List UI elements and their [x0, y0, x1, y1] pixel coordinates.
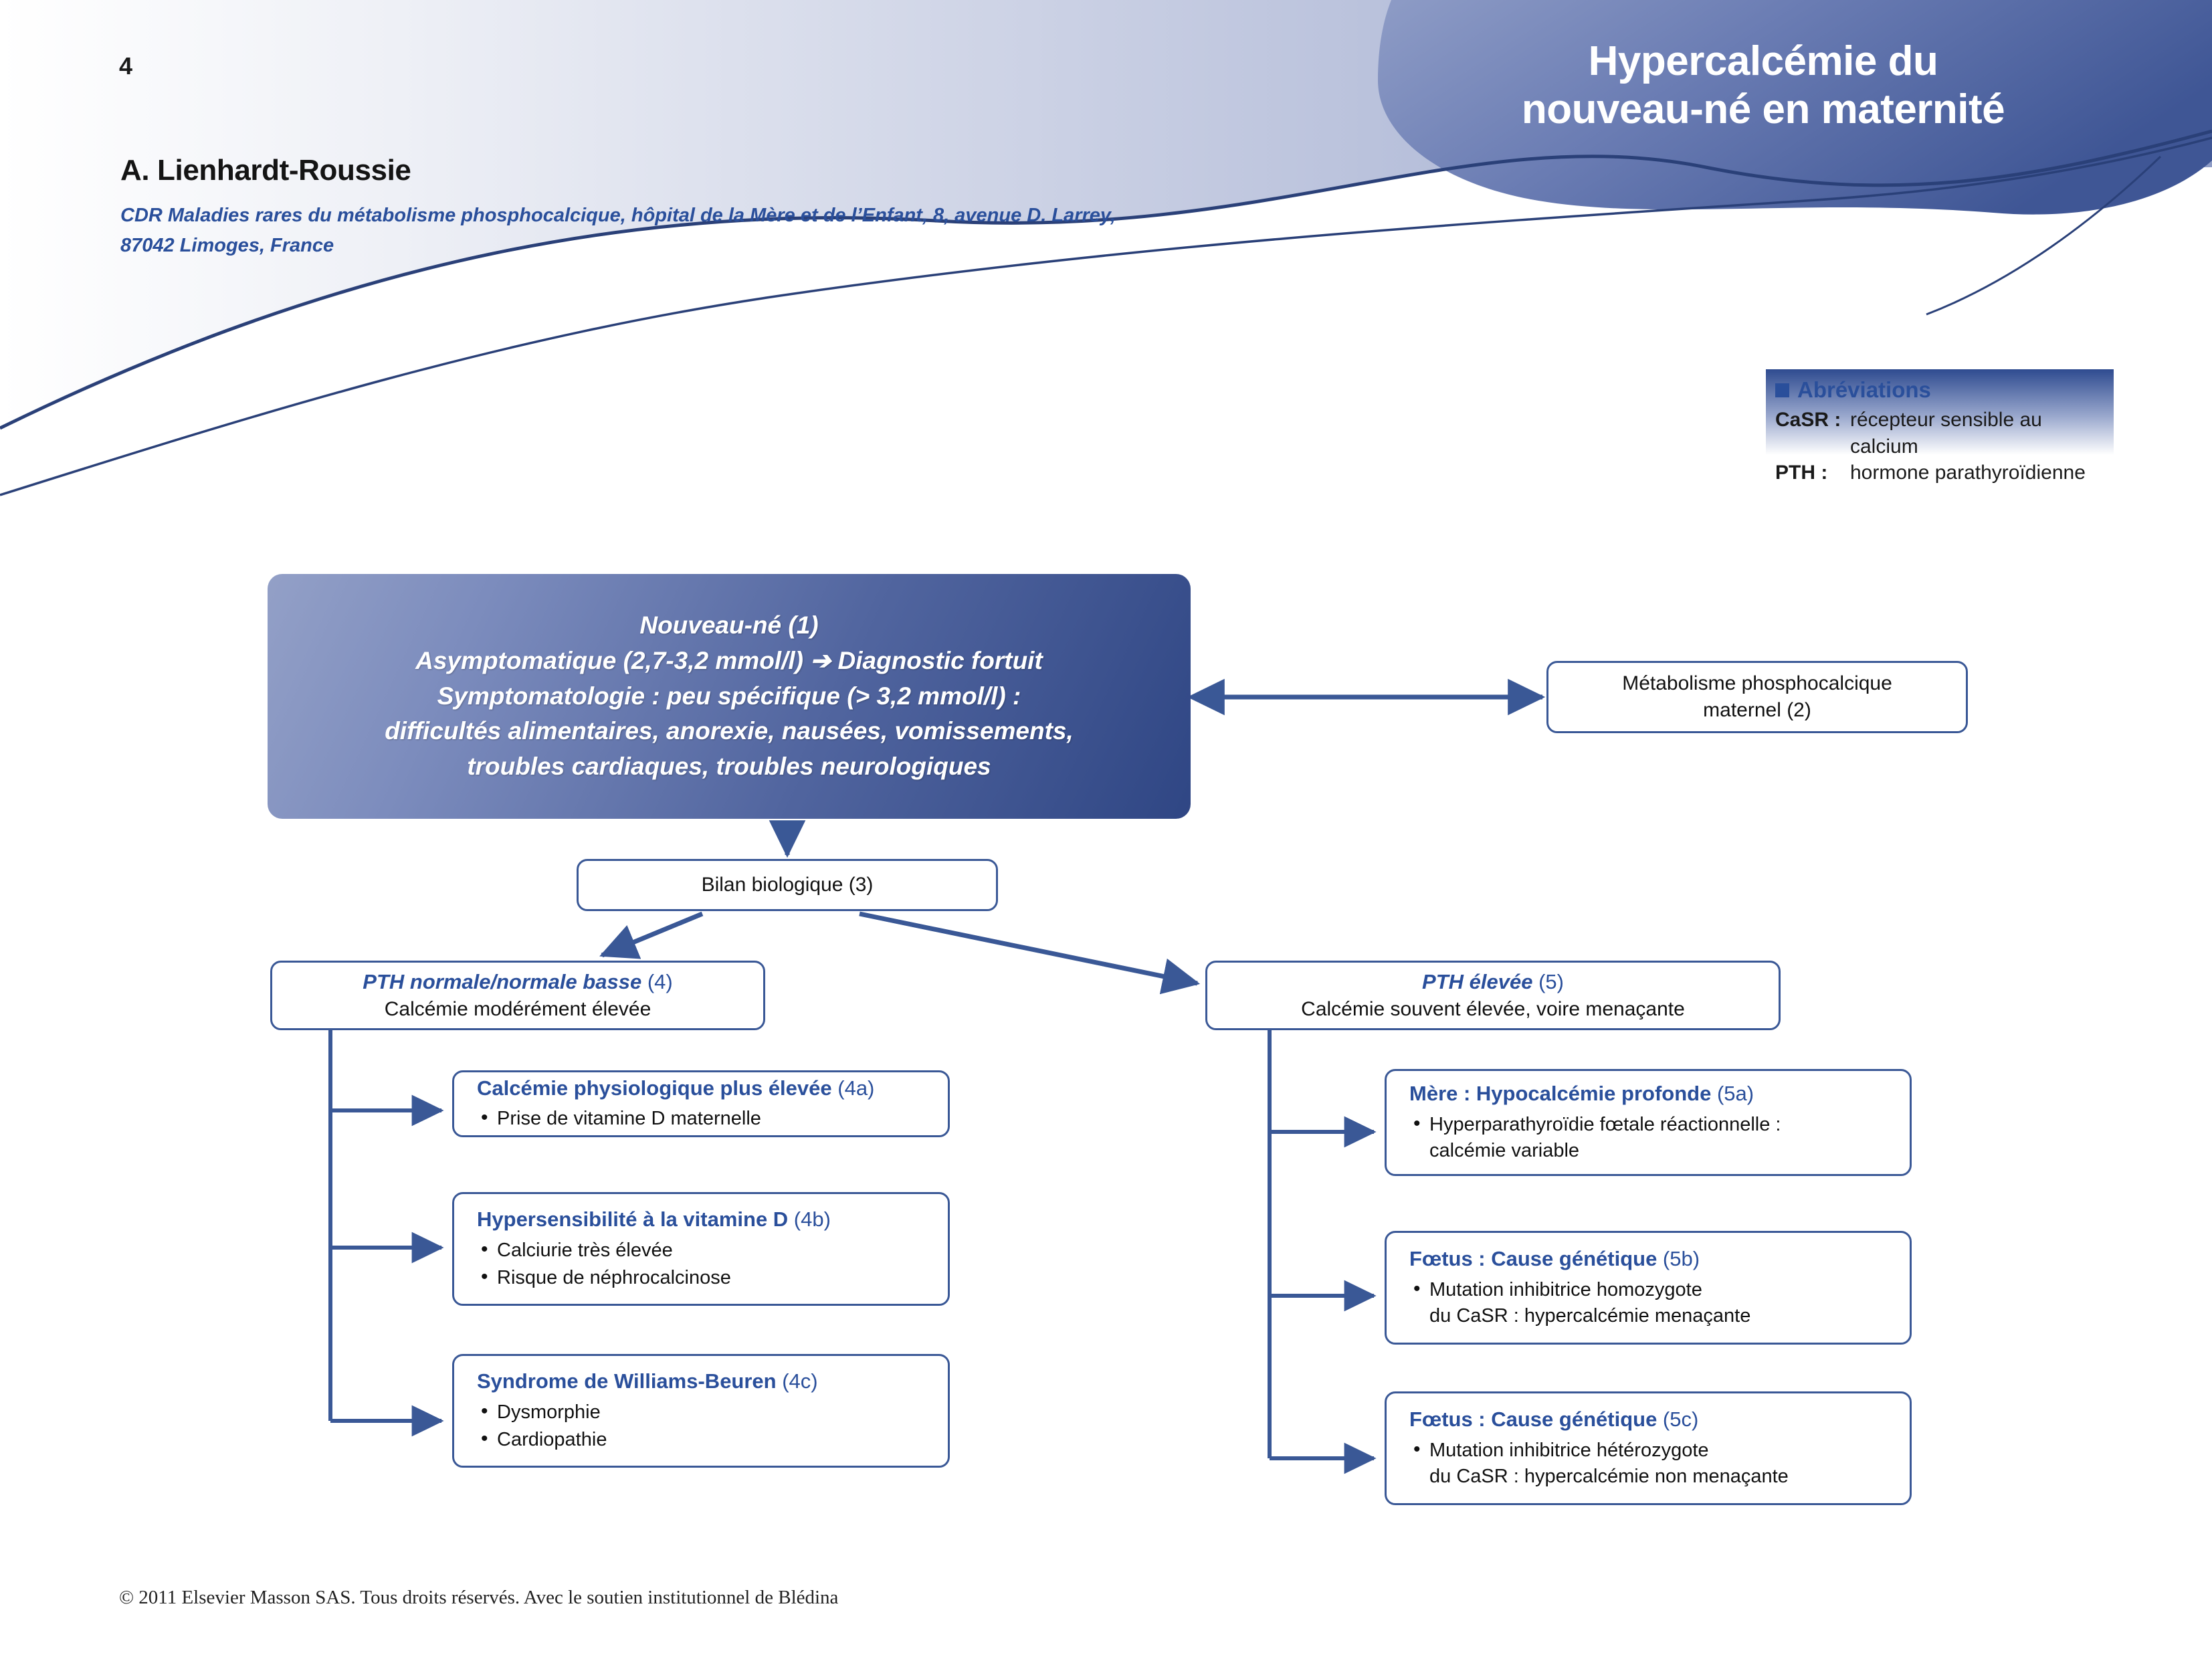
- abbreviations-title: Abréviations: [1797, 377, 1931, 402]
- page-title-line-1: Hypercalcémie du: [1588, 38, 1938, 84]
- copyright-footer: © 2011 Elsevier Masson SAS. Tous droits …: [119, 1587, 839, 1608]
- abbreviation-item: PTH : hormone parathyroïdienne: [1775, 460, 2114, 486]
- abbreviation-key: CaSR :: [1775, 409, 1841, 431]
- affiliation-line-1: CDR Maladies rares du métabolisme phosph…: [120, 205, 1116, 226]
- list-item: Calciurie très élevée: [477, 1236, 731, 1264]
- author-affiliation: CDR Maladies rares du métabolisme phosph…: [120, 201, 1291, 261]
- branch-5a-bullets: Hyperparathyroïdie fœtale réactionnelle …: [1409, 1110, 1781, 1165]
- node-pth-normal: PTH normale/normale basse (4) Calcémie m…: [270, 961, 765, 1030]
- abbreviations-panel: Abréviations CaSR : récepteur sensible a…: [1766, 369, 2114, 486]
- main-line-1: Nouveau-né (1): [639, 611, 819, 639]
- abbreviation-key: PTH :: [1775, 462, 1828, 484]
- branch-4c-title-row: Syndrome de Williams-Beuren (4c): [477, 1368, 818, 1395]
- bullet-text: Calciurie très élevée: [497, 1239, 673, 1261]
- pth-eleve-title: PTH élevée: [1422, 970, 1533, 994]
- main-line-2: Asymptomatique (2,7-3,2 mmol/l) ➔ Diagno…: [415, 646, 1043, 674]
- list-item: Prise de vitamine D maternelle: [477, 1104, 761, 1132]
- node-bilan-biologique: Bilan biologique (3): [577, 859, 998, 911]
- branch-5b-title: Fœtus : Cause génétique: [1409, 1247, 1657, 1271]
- node-branch-4a: Calcémie physiologique plus élevée (4a) …: [452, 1070, 950, 1137]
- branch-4b-title-row: Hypersensibilité à la vitamine D (4b): [477, 1206, 831, 1233]
- abbreviation-value: récepteur sensible au calcium: [1850, 409, 2042, 458]
- maternal-line-2: maternel (2): [1703, 699, 1811, 721]
- bullet-text: Risque de néphrocalcinose: [497, 1267, 731, 1289]
- branch-4b-title: Hypersensibilité à la vitamine D: [477, 1207, 789, 1232]
- connector-bilan-to-pth-normal: [599, 911, 704, 959]
- pth-eleve-tag: (5): [1532, 970, 1564, 994]
- list-item: Hyperparathyroïdie fœtale réactionnelle …: [1409, 1110, 1781, 1165]
- bullet-text-cont: du CaSR : hypercalcémie non menaçante: [1429, 1466, 1789, 1488]
- abbreviations-list: CaSR : récepteur sensible au calcium PTH…: [1766, 403, 2114, 486]
- node-maternal-metabolism: Métabolisme phosphocalcique maternel (2): [1546, 661, 1968, 733]
- branch-5c-bullets: Mutation inhibitrice hétérozygote du CaS…: [1409, 1436, 1789, 1490]
- bilan-label: Bilan biologique (3): [701, 874, 874, 896]
- list-item: Cardiopathie: [477, 1426, 607, 1453]
- page-title: Hypercalcémie du nouveau-né en maternité: [1399, 37, 2128, 134]
- branch-5b-title-row: Fœtus : Cause génétique (5b): [1409, 1246, 1700, 1272]
- bullet-text: Mutation inhibitrice hétérozygote: [1429, 1439, 1709, 1461]
- branch-5a-tag: (5a): [1711, 1082, 1754, 1106]
- abbreviations-title-row: Abréviations: [1766, 369, 2114, 403]
- abbreviations-gradient-bar: [1766, 369, 2114, 455]
- pth-normal-title: PTH normale/normale basse: [363, 970, 642, 994]
- bullet-text: Mutation inhibitrice homozygote: [1429, 1278, 1702, 1300]
- page-number: 4: [119, 52, 133, 80]
- branch-5a-title-row: Mère : Hypocalcémie profonde (5a): [1409, 1080, 1754, 1107]
- connector-bilan-to-pth-eleve: [859, 911, 1201, 995]
- branch-4b-bullets: Calciurie très élevée Risque de néphroca…: [477, 1236, 731, 1292]
- node-branch-5a: Mère : Hypocalcémie profonde (5a) Hyperp…: [1385, 1069, 1912, 1176]
- abbreviation-item: CaSR : récepteur sensible au calcium: [1775, 407, 2114, 460]
- node-branch-5c: Fœtus : Cause génétique (5c) Mutation in…: [1385, 1391, 1912, 1505]
- square-bullet-icon: [1775, 383, 1789, 397]
- branch-4a-bullets: Prise de vitamine D maternelle: [477, 1104, 761, 1132]
- page-title-line-2: nouveau-né en maternité: [1521, 86, 2005, 132]
- node-newborn-main: Nouveau-né (1) Asymptomatique (2,7-3,2 m…: [268, 574, 1191, 819]
- branch-4c-bullets: Dysmorphie Cardiopathie: [477, 1398, 607, 1454]
- main-line-5: troubles cardiaques, troubles neurologiq…: [467, 753, 991, 781]
- list-item: Risque de néphrocalcinose: [477, 1264, 731, 1291]
- pth-normal-sub: Calcémie modérément élevée: [384, 997, 651, 1020]
- pth-normal-tag: (4): [641, 970, 673, 994]
- main-line-3: Symptomatologie : peu spécifique (> 3,2 …: [437, 682, 1021, 710]
- bullet-text: Prise de vitamine D maternelle: [497, 1108, 761, 1130]
- pth-eleve-sub: Calcémie souvent élevée, voire menaçante: [1301, 997, 1685, 1020]
- branch-5c-title: Fœtus : Cause génétique: [1409, 1407, 1657, 1432]
- bullet-text-cont: du CaSR : hypercalcémie menaçante: [1429, 1305, 1751, 1327]
- branch-4c-tag: (4c): [776, 1369, 818, 1393]
- branch-4a-title-row: Calcémie physiologique plus élevée (4a): [477, 1075, 874, 1102]
- bullet-text: Dysmorphie: [497, 1401, 601, 1423]
- maternal-line-1: Métabolisme phosphocalcique: [1622, 672, 1892, 695]
- bullet-text: Cardiopathie: [497, 1429, 607, 1451]
- node-branch-4b: Hypersensibilité à la vitamine D (4b) Ca…: [452, 1192, 950, 1306]
- abbreviation-value: hormone parathyroïdienne: [1850, 462, 2086, 484]
- list-item: Mutation inhibitrice homozygote du CaSR …: [1409, 1276, 1751, 1330]
- author-name: A. Lienhardt-Roussie: [120, 154, 411, 187]
- branch-5b-bullets: Mutation inhibitrice homozygote du CaSR …: [1409, 1276, 1750, 1330]
- main-line-4: difficultés alimentaires, anorexie, naus…: [385, 717, 1074, 745]
- bullet-text: Hyperparathyroïdie fœtale réactionnelle …: [1429, 1113, 1781, 1135]
- branch-5c-tag: (5c): [1657, 1407, 1699, 1432]
- branch-4a-tag: (4a): [831, 1076, 875, 1100]
- branch-5a-title: Mère : Hypocalcémie profonde: [1409, 1082, 1712, 1106]
- branch-4c-title: Syndrome de Williams-Beuren: [477, 1369, 777, 1393]
- branch-5c-title-row: Fœtus : Cause génétique (5c): [1409, 1406, 1698, 1433]
- bullet-text-cont: calcémie variable: [1429, 1140, 1580, 1162]
- pth-normal-title-row: PTH normale/normale basse (4): [363, 968, 672, 996]
- branch-5b-tag: (5b): [1657, 1247, 1700, 1271]
- list-item: Dysmorphie: [477, 1398, 607, 1426]
- branch-4b-tag: (4b): [788, 1207, 831, 1232]
- node-pth-eleve: PTH élevée (5) Calcémie souvent élevée, …: [1205, 961, 1781, 1030]
- branch-4a-title: Calcémie physiologique plus élevée: [477, 1076, 832, 1100]
- node-branch-4c: Syndrome de Williams-Beuren (4c) Dysmorp…: [452, 1354, 950, 1468]
- affiliation-line-2: 87042 Limoges, France: [120, 234, 334, 256]
- list-item: Mutation inhibitrice hétérozygote du CaS…: [1409, 1436, 1789, 1490]
- node-branch-5b: Fœtus : Cause génétique (5b) Mutation in…: [1385, 1231, 1912, 1345]
- pth-eleve-title-row: PTH élevée (5): [1422, 968, 1564, 996]
